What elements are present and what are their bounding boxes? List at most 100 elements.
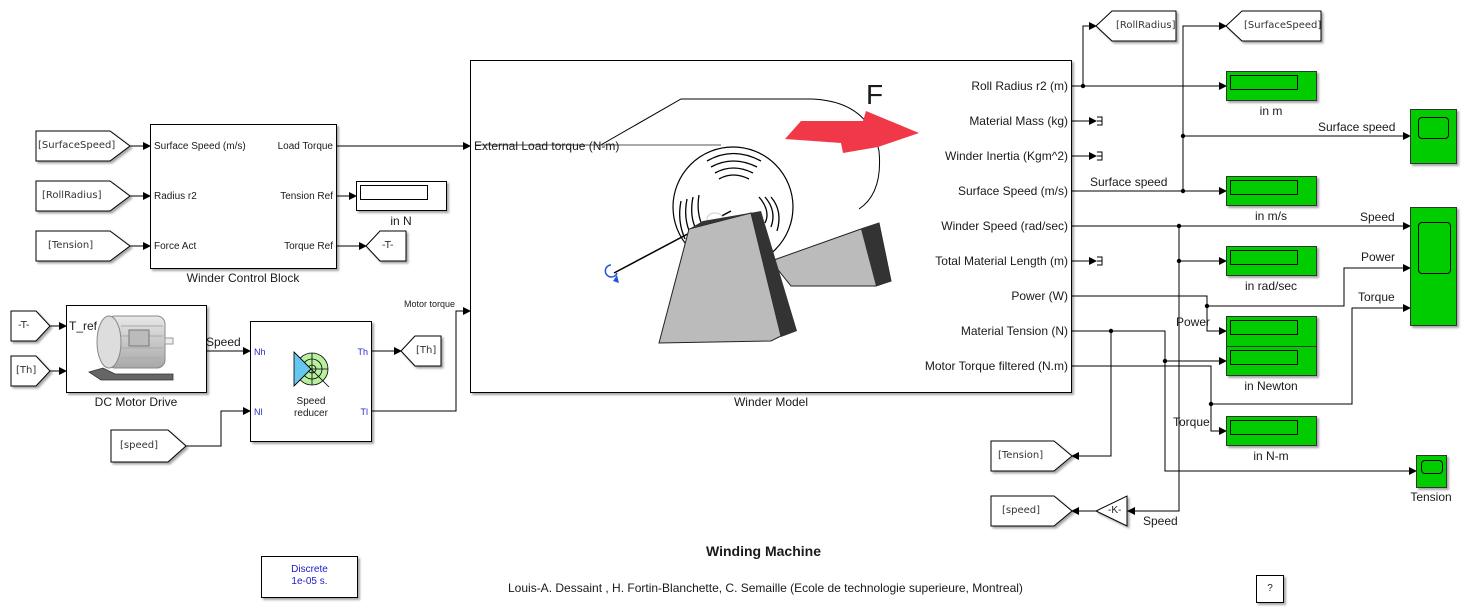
port-torque-ref: Torque Ref xyxy=(284,241,333,252)
goto-t-shape xyxy=(365,230,407,262)
scope-surface-speed[interactable] xyxy=(1410,109,1457,164)
goto-th-shape xyxy=(400,335,442,367)
from-surfacespeed-shape xyxy=(35,130,131,162)
powergui-sample-time: 1e-05 s. xyxy=(291,576,328,587)
scope-screen xyxy=(1418,222,1451,274)
port-power: Power (W) xyxy=(1011,289,1068,303)
speed-reducer-name: Speed reducer xyxy=(251,396,371,420)
tension-ref-display[interactable] xyxy=(356,181,447,211)
signal-label-surface-speed-scope: Surface speed xyxy=(1318,120,1396,134)
dc-motor-icon xyxy=(88,315,174,381)
goto-surfacespeed-shape xyxy=(1225,10,1322,42)
display-tension[interactable] xyxy=(1226,316,1317,376)
port-nh: Nh xyxy=(254,347,266,357)
port-material-tension: Material Tension (N) xyxy=(960,324,1068,338)
goto-tag-surfacespeed[interactable]: [SurfaceSpeed] xyxy=(1244,20,1322,31)
from-th-shape xyxy=(10,355,51,387)
model-credits: Louis-A. Dessaint , H. Fortin-Blanchette… xyxy=(508,581,1023,595)
winder-model-caption: Winder Model xyxy=(733,395,809,409)
display-roll-radius[interactable] xyxy=(1226,71,1317,101)
display-roll-radius-caption: in m xyxy=(1259,104,1283,118)
scope-screen xyxy=(1418,117,1449,139)
scope-tension[interactable] xyxy=(1416,455,1447,488)
winder-model-block[interactable]: F External Load torque (N-m) Roll Radius… xyxy=(470,60,1072,393)
goto-tag-speed[interactable]: [speed] xyxy=(1002,505,1041,516)
display-window xyxy=(1230,420,1298,435)
port-material-mass: Material Mass (kg) xyxy=(969,114,1068,128)
from-tag-speed[interactable]: [speed] xyxy=(120,440,159,451)
port-total-material-length: Total Material Length (m) xyxy=(935,254,1068,268)
gain-block[interactable]: -K- xyxy=(1108,505,1122,516)
signal-label-power-branch: Power xyxy=(1176,315,1211,329)
port-force-act: Force Act xyxy=(154,241,197,252)
from-tag-surfacespeed[interactable]: [SurfaceSpeed] xyxy=(38,140,116,151)
from-tension-shape xyxy=(35,230,131,262)
help-button[interactable]: ? xyxy=(1256,575,1284,603)
winder-control-caption: Winder Control Block xyxy=(186,271,300,285)
speed-reducer-name-line2: reducer xyxy=(294,408,328,419)
goto-tag-t[interactable]: -T- xyxy=(382,240,394,251)
display-winder-speed-caption: in rad/sec xyxy=(1244,279,1298,293)
scope-screen xyxy=(1421,460,1443,474)
powergui-block[interactable]: Discrete 1e-05 s. xyxy=(261,556,358,598)
port-nl: Nl xyxy=(254,407,263,417)
tension-ref-display-caption: in N xyxy=(390,214,412,228)
port-radius-r2: Radius r2 xyxy=(154,191,197,202)
display-winder-speed[interactable] xyxy=(1226,246,1317,276)
port-load-torque: Load Torque xyxy=(277,141,333,152)
from-tag-th[interactable]: [Th] xyxy=(16,365,37,376)
port-tension-ref: Tension Ref xyxy=(280,191,333,202)
goto-tag-tension[interactable]: [Tension] xyxy=(998,450,1044,461)
display-window xyxy=(1230,250,1298,265)
display-divider xyxy=(1227,346,1316,347)
speed-reducer-block[interactable]: Nh Nl Th Tl Speed reducer xyxy=(250,321,372,442)
gain-shape xyxy=(1094,495,1128,527)
from-t-shape xyxy=(10,310,51,342)
goto-tag-rollradius[interactable]: [RollRadius] xyxy=(1116,20,1176,31)
from-speed-shape xyxy=(110,429,187,463)
speed-reducer-name-line1: Speed xyxy=(296,396,326,407)
port-winder-speed: Winder Speed (rad/sec) xyxy=(941,219,1068,233)
signal-label-speed-bottom: Speed xyxy=(1143,514,1178,528)
from-tag-t[interactable]: -T- xyxy=(18,320,30,331)
scope-tension-caption: Tension xyxy=(1410,490,1452,504)
force-arrow-icon xyxy=(785,111,919,153)
port-external-load-torque: External Load torque (N-m) xyxy=(474,139,620,153)
powergui-mode: Discrete xyxy=(291,564,328,575)
model-title: Winding Machine xyxy=(706,543,821,559)
port-tl: Tl xyxy=(360,407,369,417)
goto-tension-shape xyxy=(990,440,1073,472)
from-tag-rollradius[interactable]: [RollRadius] xyxy=(42,190,102,201)
port-motor-torque-filtered: Motor Torque filtered (N.m) xyxy=(924,359,1068,373)
display-torque-caption: in N-m xyxy=(1253,449,1289,463)
scope-speed-power-torque[interactable] xyxy=(1410,207,1457,326)
signal-label-power: Power xyxy=(1361,250,1396,264)
port-surface-speed: Surface Speed (m/s) xyxy=(154,141,246,152)
goto-speed-shape xyxy=(990,495,1073,527)
goto-rollradius-shape xyxy=(1095,10,1177,42)
terminator-icons xyxy=(1097,116,1103,266)
from-tag-tension[interactable]: [Tension] xyxy=(48,240,94,251)
dc-motor-drive-block[interactable]: T_ref xyxy=(66,305,207,393)
display-tension-caption: in Newton xyxy=(1244,379,1298,393)
display-window-2 xyxy=(1230,350,1298,365)
display-window xyxy=(1230,75,1298,90)
display-window xyxy=(1230,180,1298,195)
signal-label-surface-speed: Surface speed xyxy=(1090,175,1168,189)
port-roll-radius: Roll Radius r2 (m) xyxy=(971,79,1068,93)
display-surface-speed[interactable] xyxy=(1226,176,1317,206)
signal-label-torque-branch: Torque xyxy=(1173,415,1210,429)
rotation-arrow-icon xyxy=(604,264,618,278)
port-winder-inertia: Winder Inertia (Kgm^2) xyxy=(945,149,1068,163)
port-th: Th xyxy=(357,347,368,357)
port-surface-speed-out: Surface Speed (m/s) xyxy=(957,184,1068,198)
winder-control-block[interactable]: Surface Speed (m/s) Radius r2 Force Act … xyxy=(150,124,337,269)
display-torque[interactable] xyxy=(1226,416,1317,446)
signal-label-speed: Speed xyxy=(1360,210,1395,224)
goto-tag-th[interactable]: [Th] xyxy=(416,345,437,356)
signal-label-torque: Torque xyxy=(1358,290,1395,304)
display-window xyxy=(360,185,428,200)
from-rollradius-shape xyxy=(35,180,131,212)
display-surface-speed-caption: in m/s xyxy=(1254,209,1288,223)
